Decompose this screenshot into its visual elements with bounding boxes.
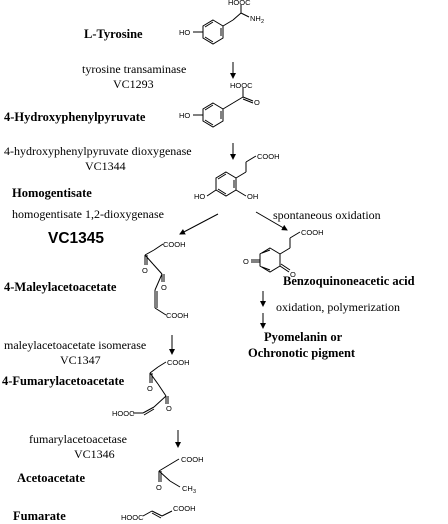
svg-text:O: O [156,483,162,492]
label-pyomelanin: Pyomelanin or [264,330,343,344]
structure-fumarate: HOOC COOH [121,504,196,522]
label-acetoacetate: Acetoacetate [17,471,85,485]
svg-text:O: O [142,266,148,275]
svg-text:COOH: COOH [301,228,324,237]
structure-fumarylacetoacetate: COOH O O HOOC [112,358,190,418]
svg-text:HOOC: HOOC [112,409,135,418]
svg-text:COOH: COOH [173,504,196,513]
svg-text:O: O [147,384,153,393]
enzyme-mai: maleylacetoacetate isomerase [4,338,146,352]
svg-text:HOOC: HOOC [228,0,251,7]
svg-text:COOH: COOH [163,240,186,249]
enzyme-hgd: homogentisate 1,2-dioxygenase [12,207,164,221]
svg-text:O: O [243,257,249,266]
label-fumarate: Fumarate [13,509,66,523]
svg-text:HO: HO [194,192,205,201]
label-benzoquinoneacetic-acid: Benzoquinoneacetic acid [283,274,415,288]
svg-text:2: 2 [261,19,264,25]
label-fumarylacetoacetate: 4-Fumarylacetoacetate [2,374,125,388]
gene-vc1346: VC1346 [74,447,115,461]
structure-l-tyrosine: HO HOOC NH 2 [179,0,264,45]
gene-vc1347: VC1347 [60,353,101,367]
gene-vc1345: VC1345 [48,230,104,247]
label-hydroxyphenylpyruvate: 4-Hydroxyphenylpyruvate [4,110,146,124]
enzyme-fah: fumarylacetoacetase [29,432,127,446]
svg-text:O: O [254,98,260,107]
svg-text:HOOC: HOOC [230,81,253,90]
svg-text:O: O [166,404,172,413]
structure-hydroxyphenylpyruvate: HO HOOC O [179,81,260,128]
structure-benzoquinoneacetic-acid: O O COOH [243,228,324,279]
svg-text:NH: NH [250,14,261,23]
svg-text:CH: CH [182,484,193,493]
label-homogentisate: Homogentisate [12,186,92,200]
gene-vc1344: VC1344 [85,159,126,173]
label-maleylacetoacetate: 4-Maleylacetoacetate [4,280,117,294]
svg-text:HO: HO [179,111,190,120]
svg-text:HOOC: HOOC [121,513,144,522]
structure-acetoacetate: COOH O CH 3 [156,455,204,495]
svg-text:COOH: COOH [166,311,189,320]
structure-homogentisate: HO COOH OH [194,152,280,201]
enzyme-tyrosine-transaminase: tyrosine transaminase [82,62,186,76]
arrow-homogentisate-to-maleylacetoacetate [179,213,219,235]
svg-text:O: O [290,270,296,279]
gene-vc1293: VC1293 [113,77,154,91]
label-oxidation-polymerization: oxidation, polymerization [276,300,400,314]
arrow-homogentisate-to-benzoquinone [255,211,288,231]
svg-text:3: 3 [193,489,196,495]
svg-text:COOH: COOH [257,152,280,161]
svg-text:OH: OH [247,192,258,201]
enzyme-hppd: 4-hydroxyphenylpyruvate dioxygenase [4,144,192,158]
label-l-tyrosine: L-Tyrosine [84,27,143,41]
structure-maleylacetoacetate: COOH O O COOH [142,240,189,320]
svg-text:COOH: COOH [181,455,204,464]
svg-text:O: O [161,283,167,292]
label-spontaneous-oxidation: spontaneous oxidation [273,208,381,222]
svg-text:COOH: COOH [167,358,190,367]
label-ochronotic-pigment: Ochronotic pigment [248,346,356,360]
svg-text:HO: HO [179,28,190,37]
